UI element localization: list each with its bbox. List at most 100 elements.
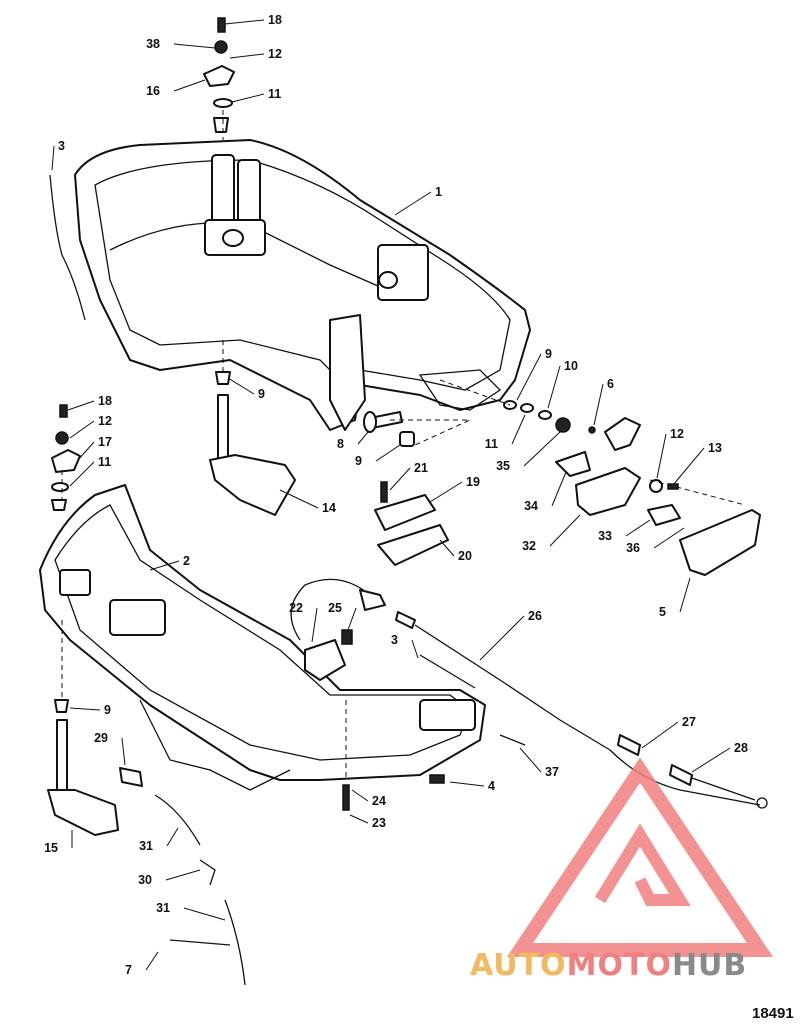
leader-line	[516, 353, 542, 401]
leader-line	[656, 433, 667, 479]
bottom-cowl	[39, 484, 486, 791]
leader-line	[349, 814, 369, 824]
callout-number: 31	[156, 901, 170, 915]
callout-number: 34	[524, 499, 538, 513]
callout-number: 19	[466, 475, 480, 489]
leader-line	[165, 869, 201, 881]
callout-number: 9	[258, 387, 265, 401]
callout-number: 20	[458, 549, 472, 563]
leader-line	[227, 377, 255, 395]
leader-line	[449, 781, 485, 787]
fuel-connector-hose	[290, 578, 386, 681]
callout-number: 11	[98, 455, 111, 469]
latch-assembly	[555, 451, 761, 576]
leader-line	[375, 444, 401, 462]
watermark-logo-mark	[594, 823, 691, 906]
callout-number: 25	[328, 601, 342, 615]
leader-line	[166, 827, 179, 847]
pivot-hardware	[363, 400, 641, 451]
callout-number: 14	[322, 501, 336, 515]
leader-line	[311, 607, 318, 643]
callout-number: 28	[734, 741, 748, 755]
callout-number: 18	[98, 394, 112, 408]
callout-number: 24	[372, 794, 386, 808]
leader-line	[51, 145, 55, 171]
callout-number: 37	[545, 765, 559, 779]
callout-number: 26	[528, 609, 542, 623]
leader-line	[77, 441, 95, 461]
callout-number: 30	[138, 873, 152, 887]
callout-number: 12	[268, 47, 282, 61]
leader-line	[231, 93, 265, 103]
lower-hoses	[119, 734, 526, 986]
callout-number: 21	[414, 461, 428, 475]
callout-number: 2	[183, 554, 190, 568]
callout-number: 11	[485, 437, 498, 451]
leader-line	[519, 747, 542, 773]
callout-number: 22	[289, 601, 303, 615]
left-lower-hardware	[51, 404, 81, 511]
leader-line	[279, 489, 319, 509]
leader-line	[593, 383, 604, 426]
callout-number: 31	[139, 839, 153, 853]
leader-line	[679, 577, 691, 613]
callout-number: 13	[708, 441, 722, 455]
front-mount-leg	[47, 699, 119, 836]
leader-line	[69, 420, 95, 439]
leader-line	[149, 560, 180, 571]
callout-number: 5	[659, 605, 666, 619]
control-cables	[395, 611, 768, 809]
leader-line	[67, 400, 95, 411]
clip-assembly	[374, 481, 449, 566]
callout-number: 17	[98, 435, 112, 449]
leader-line	[173, 43, 216, 49]
leader-line	[549, 514, 581, 547]
callout-number: 15	[44, 841, 58, 855]
callout-number: 32	[522, 539, 536, 553]
leader-line	[523, 431, 561, 467]
callout-number: 6	[607, 377, 614, 391]
watermark-part-auto: AUTO	[470, 948, 567, 983]
leader-line	[429, 481, 463, 503]
callout-number: 9	[545, 347, 552, 361]
leader-line	[439, 539, 455, 557]
callout-number: 36	[626, 541, 640, 555]
leader-line	[224, 19, 265, 25]
rear-mount-leg	[209, 371, 296, 516]
callout-number: 10	[564, 359, 578, 373]
callout-number: 12	[670, 427, 684, 441]
leader-line	[347, 607, 357, 631]
callout-number: 38	[146, 37, 160, 51]
callout-number: 12	[98, 414, 112, 428]
leader-line	[357, 431, 369, 445]
top-mount-hardware	[203, 17, 235, 133]
callout-number: 29	[94, 731, 108, 745]
leader-line	[229, 53, 265, 59]
leader-line	[641, 721, 679, 749]
leader-line	[625, 519, 651, 537]
leader-line	[69, 461, 95, 487]
leader-line	[691, 747, 731, 773]
callout-number: 11	[268, 87, 281, 101]
callout-number: 9	[355, 454, 362, 468]
leader-line	[511, 414, 526, 445]
callout-number: 23	[372, 816, 386, 830]
leader-line	[547, 365, 561, 409]
callout-number: 33	[598, 529, 612, 543]
watermark-part-hub: HUB	[672, 948, 747, 983]
callout-number: 18	[268, 13, 282, 27]
leader-line	[551, 471, 567, 507]
alignment-lines	[61, 110, 746, 780]
callout-number: 3	[391, 633, 398, 647]
callout-number: 27	[682, 715, 696, 729]
leader-line	[394, 191, 432, 216]
callout-number: 8	[337, 437, 344, 451]
leader-line	[672, 447, 705, 486]
callout-number: 35	[496, 459, 510, 473]
leader-line	[173, 79, 206, 92]
callout-number: 9	[104, 703, 111, 717]
leader-line	[69, 707, 101, 711]
automotohub-watermark: AUTOMOTOHUB	[470, 757, 774, 983]
